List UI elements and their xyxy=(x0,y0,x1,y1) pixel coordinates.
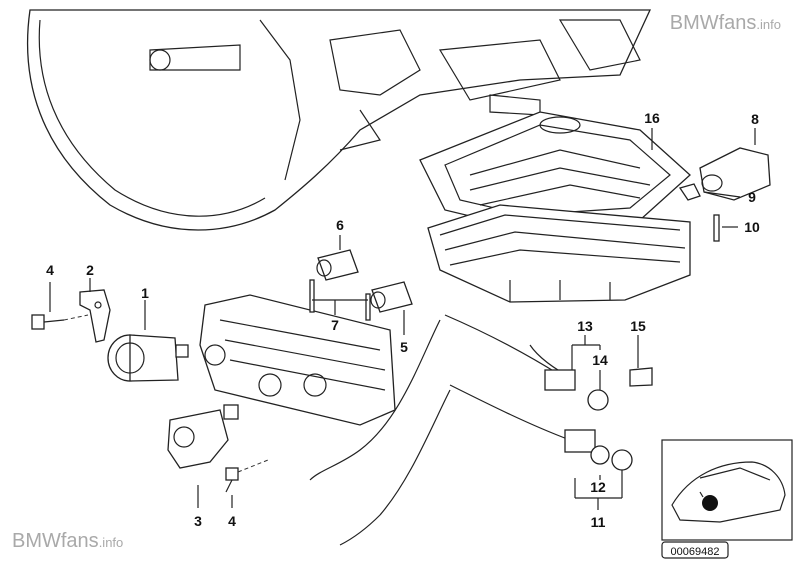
pins-7 xyxy=(309,279,371,321)
transmission-housing xyxy=(27,9,652,231)
callout-label: 14 xyxy=(592,352,608,368)
callout-labels: 1 2 3 4 4 5 6 7 8 9 10 11 12 13 14 15 16 xyxy=(46,110,760,530)
clip-15 xyxy=(629,367,653,387)
callout-label: 4 xyxy=(46,262,54,278)
callout-label: 2 xyxy=(86,262,94,278)
callout-label: 3 xyxy=(194,513,202,529)
callout-label: 4 xyxy=(228,513,236,529)
callout-label: 16 xyxy=(644,110,660,126)
leader-lines xyxy=(49,128,756,510)
callout-label: 12 xyxy=(590,479,606,495)
callout-label: 11 xyxy=(591,514,606,530)
pin-10 xyxy=(713,214,720,242)
callout-label: 6 xyxy=(336,217,344,233)
lower-valve-housing xyxy=(199,294,396,426)
callout-label: 10 xyxy=(744,219,760,235)
callout-label: 9 xyxy=(748,189,756,205)
valve-body xyxy=(427,204,691,303)
solenoid-valve-3 xyxy=(167,404,239,469)
diagram-number: 00069482 xyxy=(671,546,720,558)
watermark-top: BMWfans.info xyxy=(669,12,781,34)
wiring-harness xyxy=(309,314,596,546)
bolt-4-upper xyxy=(31,314,89,330)
bracket-2 xyxy=(79,289,111,343)
callout-label: 7 xyxy=(331,317,339,333)
seal-9 xyxy=(678,183,701,201)
callout-label: 15 xyxy=(630,318,646,334)
locator-thumbnail: 00069482 xyxy=(661,439,793,559)
intermediate-plate xyxy=(419,111,691,229)
solenoid-valve-1 xyxy=(107,334,189,382)
bolt-4-lower xyxy=(225,459,269,493)
solenoid-valve-6 xyxy=(316,249,359,281)
callout-label: 13 xyxy=(577,318,593,334)
solenoid-valve-8 xyxy=(699,147,771,201)
watermark-bottom: BMWfans.info xyxy=(12,530,124,552)
callout-label: 5 xyxy=(400,339,408,355)
solenoid-valve-5 xyxy=(370,281,413,313)
callout-label: 8 xyxy=(751,111,759,127)
callout-label: 1 xyxy=(141,285,149,301)
